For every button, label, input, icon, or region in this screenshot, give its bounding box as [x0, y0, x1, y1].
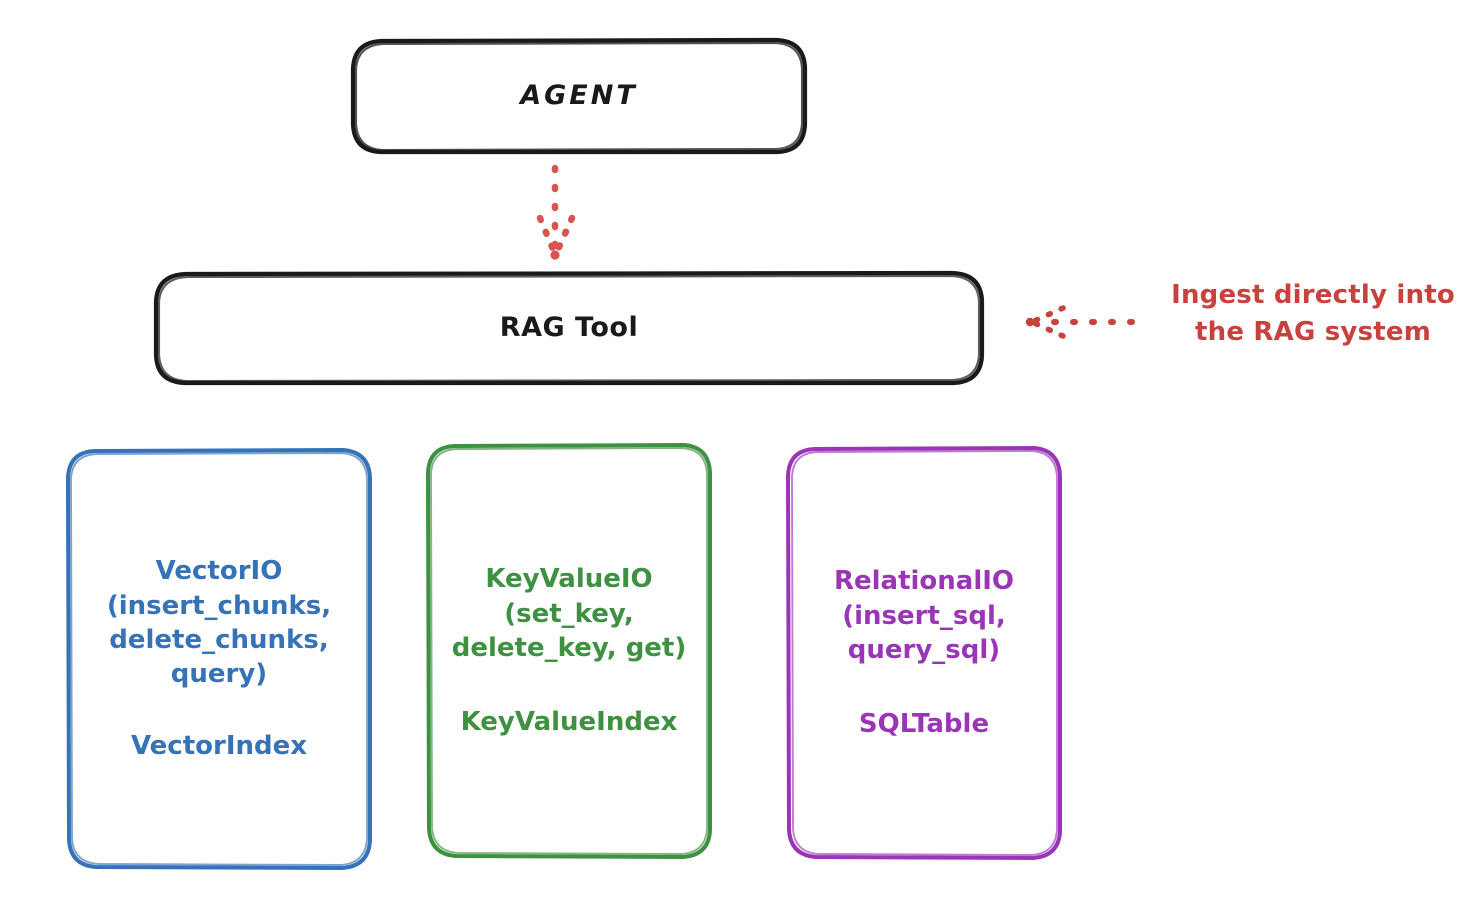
vector-io-box[interactable]: VectorIO (insert_chunks, delete_chunks, …	[68, 450, 370, 868]
relational-io-box[interactable]: RelationalIO (insert_sql, query_sql) SQL…	[788, 448, 1060, 858]
vector-index-label: VectorIndex	[130, 731, 308, 762]
rag-tool-label: RAG Tool	[499, 311, 639, 343]
agent-box-outline	[350, 37, 808, 155]
relational-io-box-outline	[786, 446, 1062, 860]
rag-tool-box-outline	[153, 270, 985, 386]
key-value-io-box[interactable]: KeyValueIO (set_key, delete_key, get) Ke…	[428, 445, 710, 857]
ingest-arrow	[1025, 305, 1135, 339]
relational-io-content: RelationalIO (insert_sql, query_sql) SQL…	[834, 564, 1014, 741]
ingest-annotation-text: Ingest directly into the RAG system	[1171, 280, 1455, 347]
key-value-index-label: KeyValueIndex	[460, 707, 678, 738]
rag-tool-box[interactable]: RAG Tool	[156, 273, 982, 383]
key-value-io-label: KeyValueIO (set_key, delete_key, get)	[451, 564, 687, 663]
vector-io-box-outline	[66, 448, 372, 870]
vector-io-label: VectorIO (insert_chunks, delete_chunks, …	[106, 556, 332, 690]
agent-label: AGENT	[520, 80, 638, 112]
agent-to-rag-arrow	[536, 164, 576, 260]
agent-box[interactable]: AGENT	[353, 40, 805, 153]
relational-io-label: RelationalIO (insert_sql, query_sql)	[833, 566, 1015, 665]
vector-io-content: VectorIO (insert_chunks, delete_chunks, …	[107, 554, 331, 764]
key-value-io-content: KeyValueIO (set_key, delete_key, get) Ke…	[452, 562, 687, 739]
sql-table-label: SQLTable	[858, 709, 990, 740]
key-value-io-box-outline	[426, 443, 712, 859]
